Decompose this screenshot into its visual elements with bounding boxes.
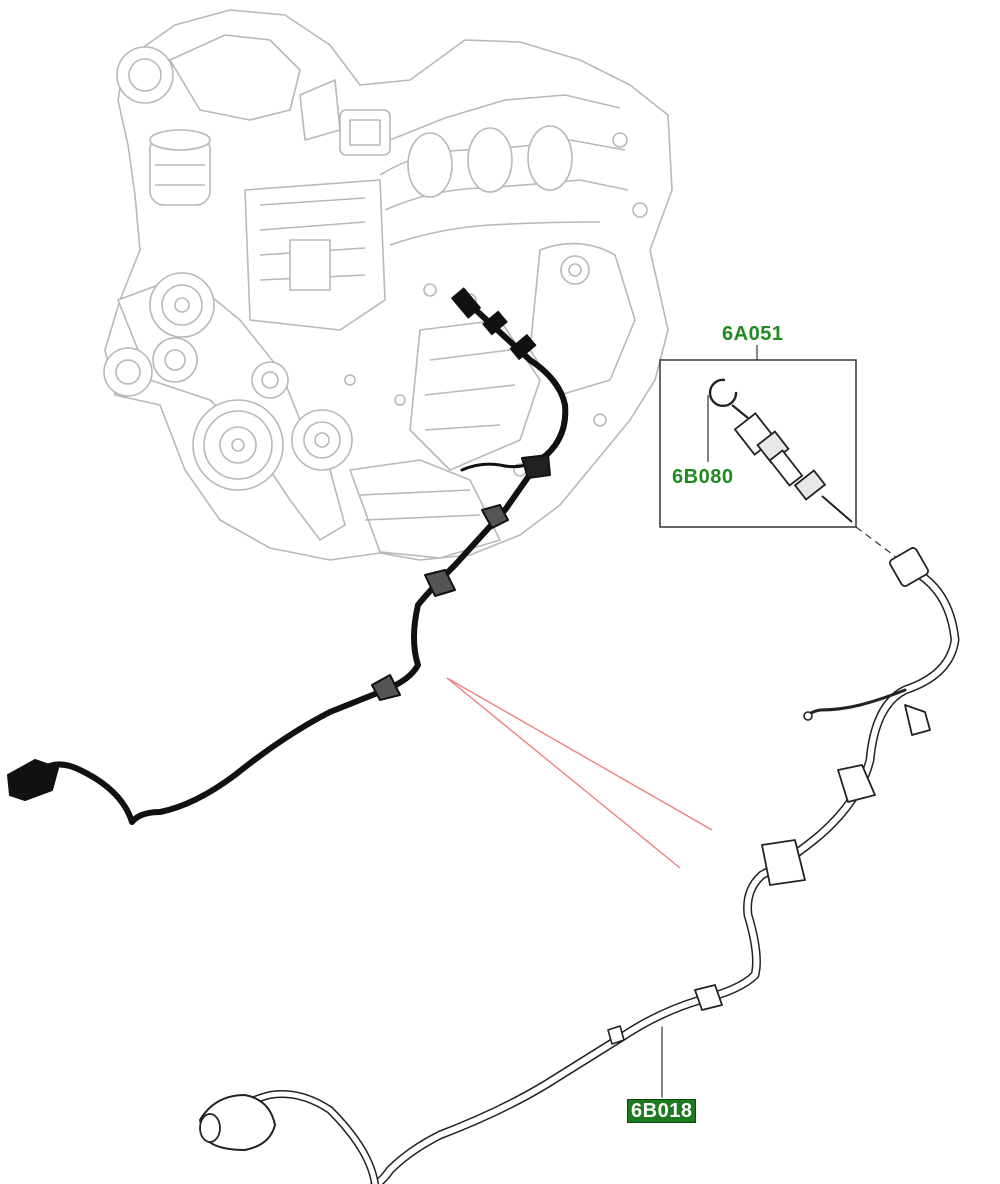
engine-assembly-illustration — [103, 9, 673, 561]
reference-indicator-lines — [446, 677, 713, 869]
callout-connector-kit: 6A051 — [722, 323, 784, 345]
connector-kit-detail-box — [659, 345, 901, 561]
callout-wiring-harness: 6B018 — [627, 1099, 697, 1123]
callout-retaining-clip: 6B080 — [672, 466, 734, 488]
retaining-clip-ring — [708, 378, 738, 408]
sensor-probe — [731, 404, 853, 523]
wiring-harness-6b018 — [199, 547, 960, 1184]
installed-harness-routing — [7, 287, 569, 825]
